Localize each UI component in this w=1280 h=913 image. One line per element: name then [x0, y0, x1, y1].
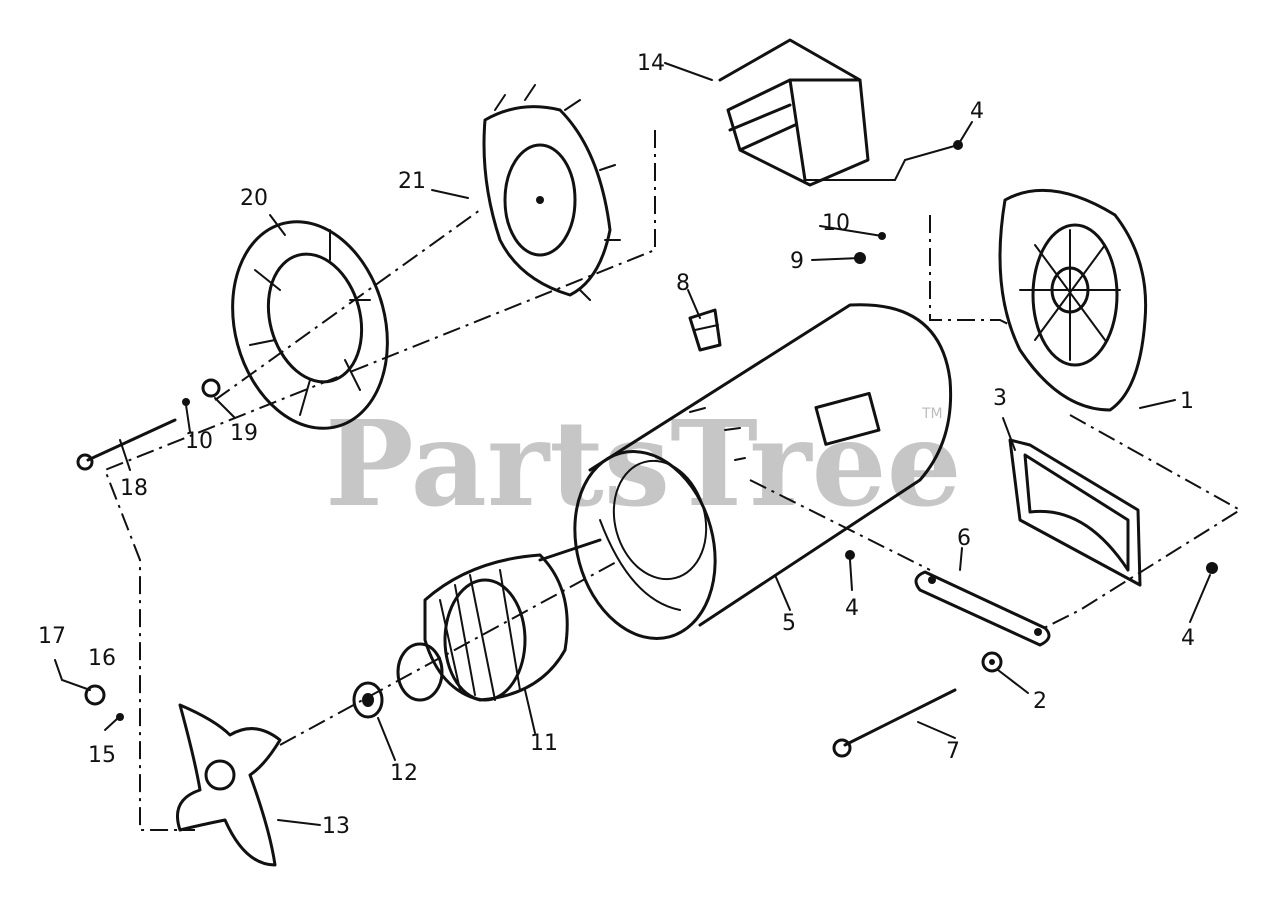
part-mounting-bracket — [1008, 438, 1142, 587]
watermark: PartsTree — [325, 394, 962, 533]
part-end-bell — [998, 188, 1148, 412]
callout-6: 6 — [957, 526, 971, 551]
part-fan-guard — [231, 220, 389, 430]
part-stator-housing — [573, 303, 953, 640]
callout-12: 12 — [390, 761, 418, 786]
part-long-bolts — [76, 418, 957, 758]
part-bearing — [352, 681, 384, 719]
callout-1: 1 — [1180, 389, 1194, 414]
part-small-hardware — [84, 140, 1218, 721]
callout-10-right: 10 — [822, 211, 850, 236]
callout-9: 9 — [790, 249, 804, 274]
part-link-bar — [914, 570, 1051, 647]
callout-3: 3 — [993, 386, 1007, 411]
callout-14: 14 — [637, 51, 665, 76]
callout-21: 21 — [398, 169, 426, 194]
callout-20: 20 — [240, 186, 268, 211]
part-fan-hub — [176, 703, 282, 867]
callout-4-right: 4 — [1181, 626, 1195, 651]
callout-18: 18 — [120, 476, 148, 501]
callout-5: 5 — [782, 611, 796, 636]
callout-4-top: 4 — [970, 99, 984, 124]
callout-11: 11 — [530, 731, 558, 756]
watermark-trademark: TM — [921, 406, 943, 422]
callout-7: 7 — [946, 739, 960, 764]
callout-15: 15 — [88, 743, 116, 768]
part-connector — [688, 308, 722, 352]
part-blower-fan — [482, 84, 621, 301]
callout-2: 2 — [1033, 689, 1047, 714]
callout-16: 16 — [88, 646, 116, 671]
callout-4-middle: 4 — [845, 596, 859, 621]
callout-labels: 1 2 3 4 4 4 5 6 7 8 9 10 10 11 12 13 14 … — [38, 51, 1195, 839]
callout-10-left: 10 — [185, 429, 213, 454]
part-top-cover — [718, 38, 870, 187]
callout-17: 17 — [38, 624, 66, 649]
leader-lines — [54, 62, 1211, 826]
callout-13: 13 — [322, 814, 350, 839]
callout-8: 8 — [676, 271, 690, 296]
part-rotor — [396, 538, 602, 702]
callout-19: 19 — [230, 421, 258, 446]
